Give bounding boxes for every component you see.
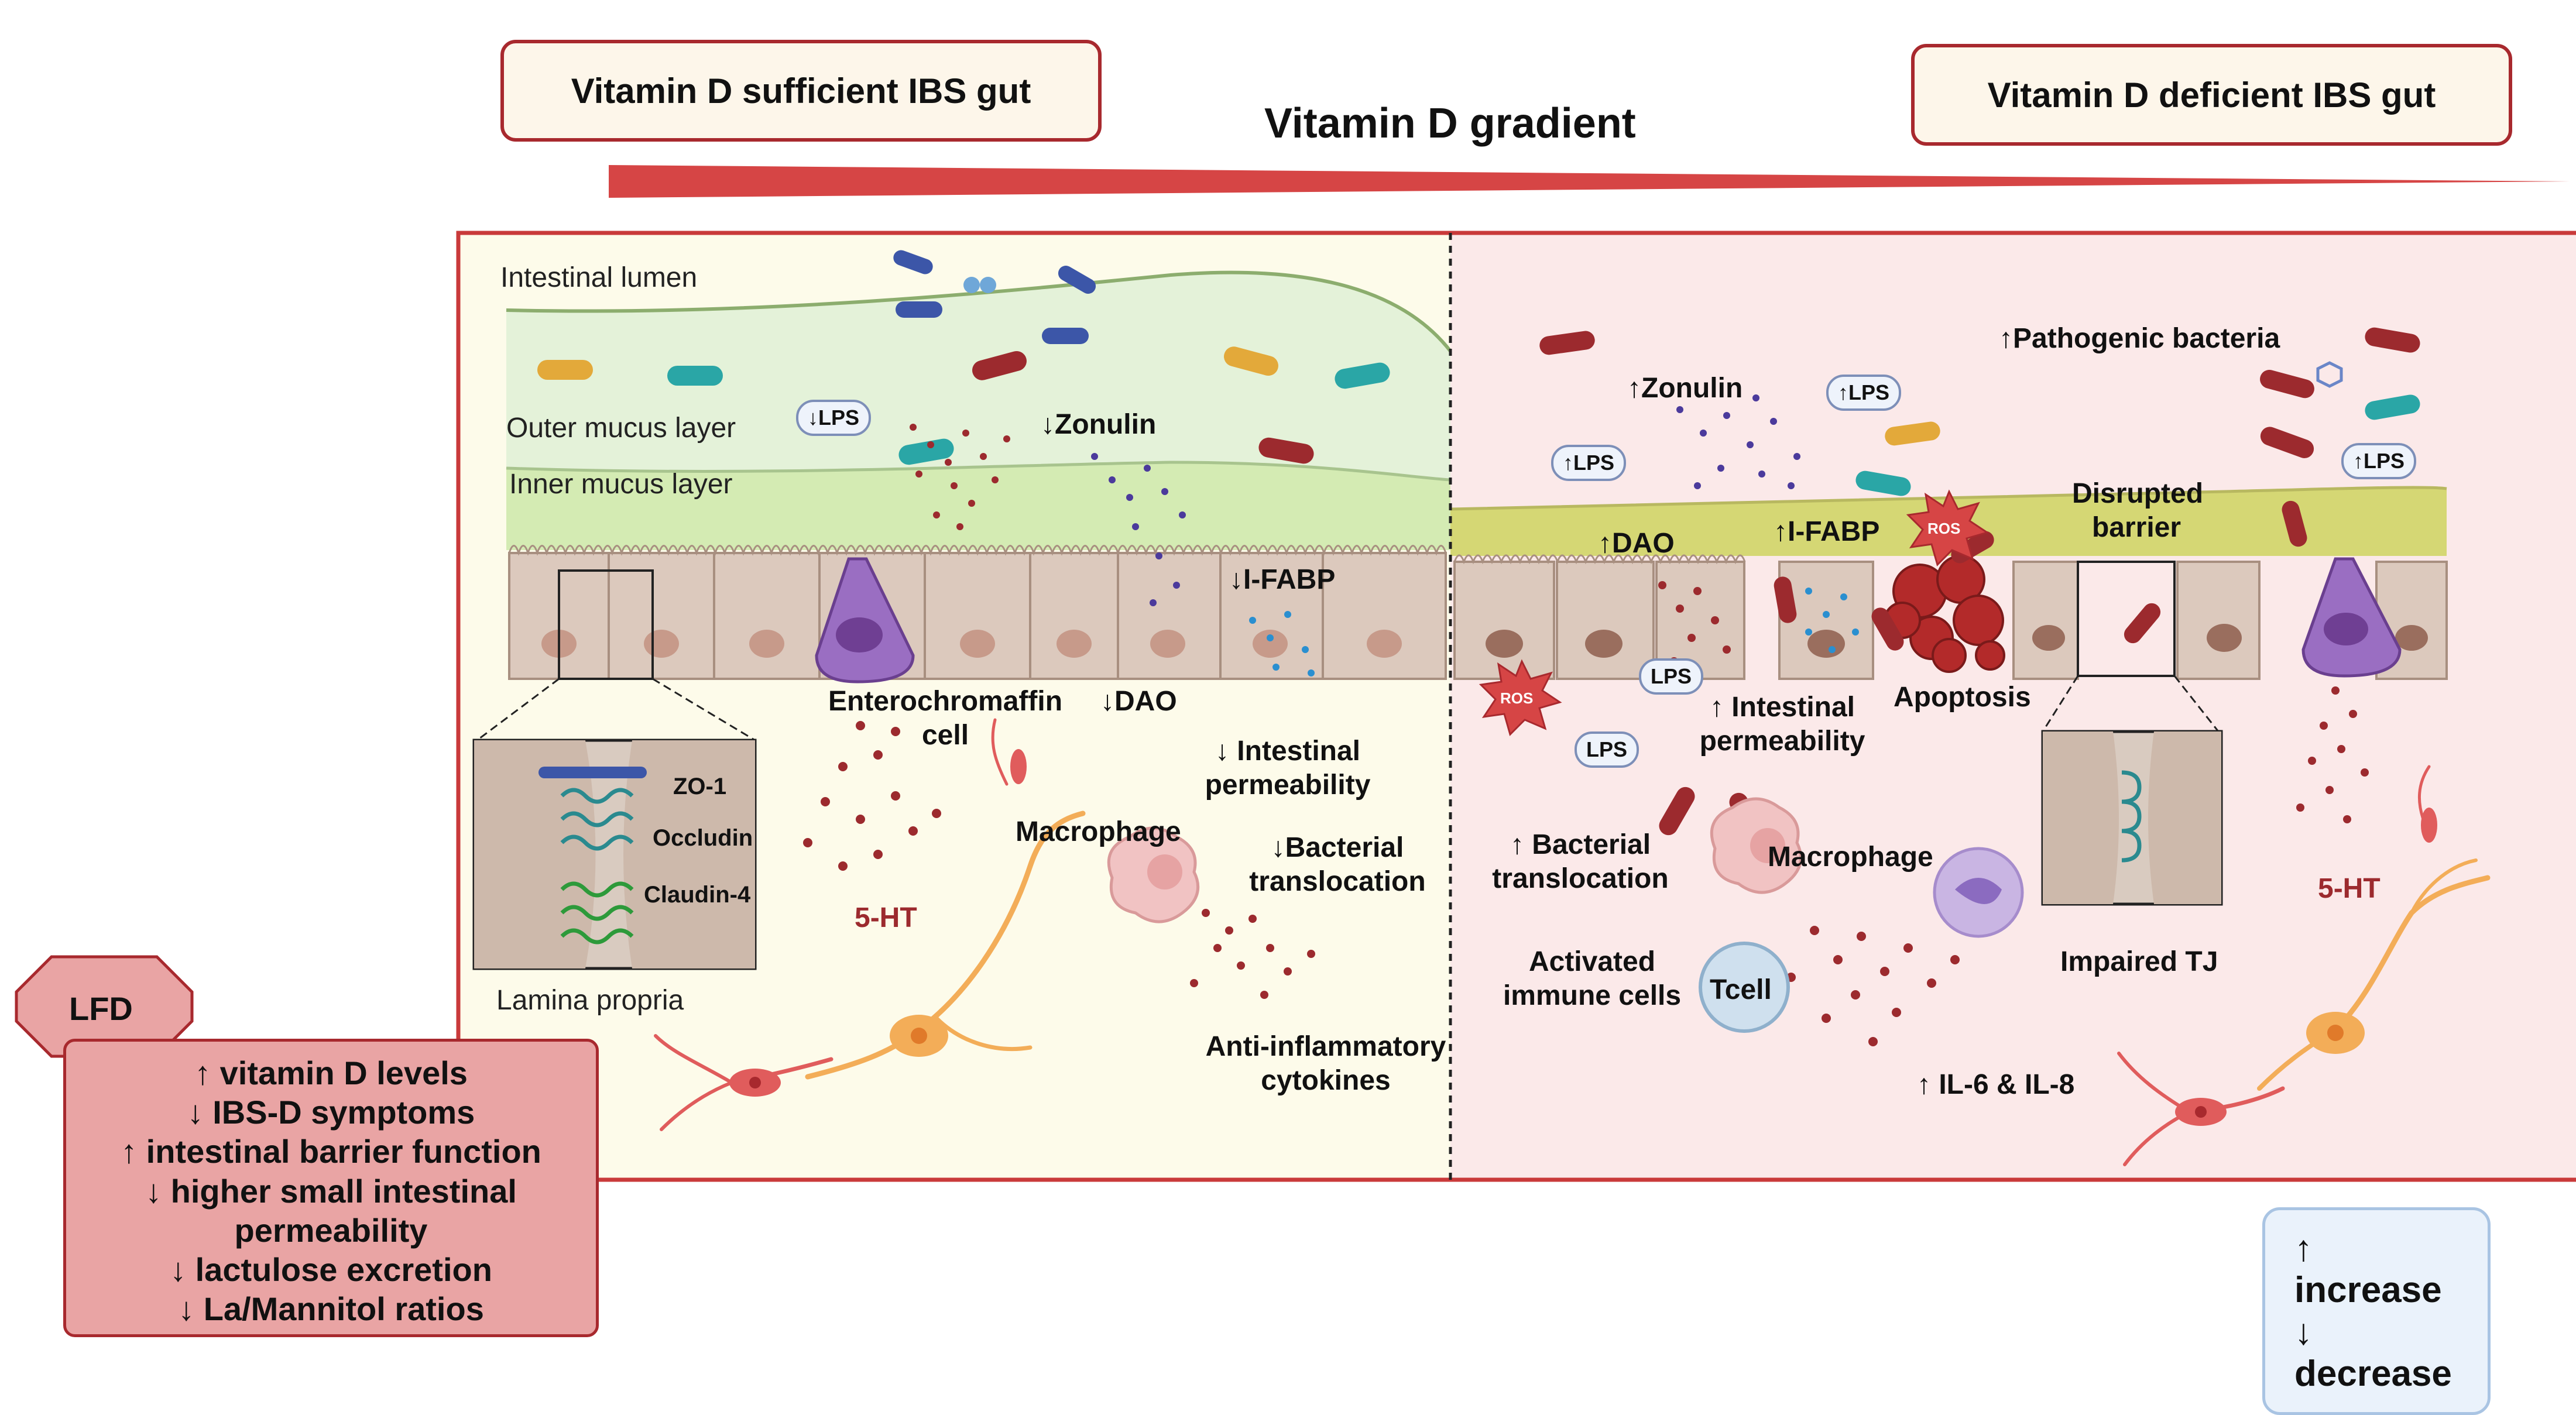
header-deficient: Vitamin D deficient IBS gut — [1911, 44, 2512, 146]
left-microvilli — [508, 545, 1447, 556]
main-diagram — [456, 231, 2576, 1182]
left-nuclei — [541, 630, 1402, 658]
lfd-line-2: ↓ IBS-D symptoms — [187, 1094, 475, 1131]
activated-immune-label: Activated immune cells — [1503, 946, 1682, 1011]
right-il-dots — [1786, 926, 1960, 1046]
right-lps-pill-2: LPS — [1575, 731, 1639, 768]
vitamin-d-gradient-wedge — [609, 165, 2570, 198]
right-permeability: ↑ Intestinal permeability — [1699, 692, 1865, 757]
legend-increase: ↑ increase — [2294, 1228, 2442, 1311]
right-lps-pill-1: LPS — [1639, 658, 1704, 695]
right-lps-badge-1: ↑LPS — [1826, 375, 1902, 411]
right-nuclei — [1486, 624, 2428, 658]
enterochromaffin-label: Enterochromaffin cell — [828, 686, 1063, 751]
outer-mucus-label: Outer mucus layer — [506, 413, 736, 444]
main-frame — [456, 231, 2576, 1182]
right-zonulin: ↑Zonulin — [1627, 373, 1743, 404]
left-zonulin: ↓Zonulin — [1041, 409, 1157, 440]
left-bacteria — [537, 250, 1390, 465]
lfd-label: LFD — [69, 990, 133, 1027]
right-dao: ↑DAO — [1598, 528, 1675, 559]
claudin-label: Claudin-4 — [644, 882, 751, 908]
left-inner-mucus — [506, 462, 1450, 550]
right-5ht-dots — [2296, 686, 2369, 823]
lfd-line-3: ↑ intestinal barrier function — [121, 1133, 541, 1170]
legend-box: ↑ increase ↓ decrease — [2262, 1207, 2491, 1415]
pathogenic-bacteria: ↑Pathogenic bacteria — [1999, 323, 2280, 354]
lfd-line-4: ↓ higher small intestinal permeability — [145, 1172, 517, 1249]
left-5ht-dots — [803, 721, 941, 871]
ros-label-left: ROS — [1500, 689, 1534, 707]
right-macrophage-label: Macrophage — [1768, 842, 1933, 873]
right-ifabp: ↑I-FABP — [1774, 516, 1880, 547]
right-dots-purple — [1676, 394, 1800, 489]
right-dots-blue — [1805, 588, 1859, 653]
lfd-line-5: ↓ lactulose excretion — [170, 1251, 492, 1288]
gradient-title: Vitamin D gradient — [1264, 100, 1636, 147]
lumen-label: Intestinal lumen — [500, 262, 698, 293]
right-bacteria — [1539, 327, 2420, 842]
il6-il8-label: ↑ IL-6 & IL-8 — [1917, 1069, 2075, 1100]
tcell-label: Tcell — [1710, 974, 1772, 1005]
left-permeability: ↓ Intestinal permeability — [1205, 736, 1371, 801]
left-cytokine-dots — [1178, 891, 1315, 999]
left-dots-red — [910, 424, 1010, 530]
inner-mucus-label: Inner mucus layer — [509, 469, 733, 500]
tcell-circle — [1699, 942, 1790, 1033]
header-deficient-label: Vitamin D deficient IBS gut — [1987, 75, 2436, 115]
header-sufficient-label: Vitamin D sufficient IBS gut — [571, 71, 1031, 111]
lamina-propria-label: Lamina propria — [496, 985, 684, 1016]
left-dao: ↓DAO — [1100, 686, 1177, 717]
ros-label-top: ROS — [1927, 520, 1961, 537]
zoom-box-left — [558, 569, 654, 680]
apoptosis-label: Apoptosis — [1894, 682, 2031, 713]
zo1-label: ZO-1 — [673, 774, 727, 799]
left-5ht: 5-HT — [855, 902, 917, 933]
right-microvilli — [1453, 554, 1746, 565]
lfd-line-1: ↑ vitamin D levels — [194, 1055, 468, 1091]
left-cytokines: Anti-inflammatory cytokines — [1205, 1031, 1446, 1096]
left-lps-badge: ↓LPS — [796, 400, 872, 436]
header-sufficient: Vitamin D sufficient IBS gut — [500, 40, 1102, 142]
left-outer-mucus — [506, 272, 1450, 503]
lfd-box: ↑ vitamin D levels ↓ IBS-D symptoms ↑ in… — [63, 1039, 599, 1337]
disrupted-barrier: Disrupted barrier — [2072, 478, 2204, 543]
left-dots-blue — [1249, 611, 1315, 676]
right-panel-bg — [1450, 233, 2576, 1180]
left-translocation: ↓Bacterial translocation — [1249, 832, 1426, 897]
ros-star-top — [1906, 489, 1990, 566]
lfd-line-6: ↓ La/Mannitol ratios — [178, 1290, 484, 1328]
left-dots-purple — [1091, 453, 1186, 606]
right-5ht: 5-HT — [2318, 873, 2381, 904]
ros-star-left — [1479, 659, 1562, 736]
left-ifabp: ↓I-FABP — [1229, 564, 1336, 595]
right-lps-badge-2: ↑LPS — [1551, 445, 1627, 481]
left-macrophage-label: Macrophage — [1016, 816, 1181, 847]
occludin-label: Occludin — [653, 825, 753, 851]
impaired-tj-label: Impaired TJ — [2060, 946, 2218, 977]
right-translocation: ↑ Bacterial translocation — [1492, 829, 1669, 894]
right-lps-badge-3: ↑LPS — [2341, 443, 2417, 479]
zoom-box-right — [2077, 561, 2176, 677]
legend-decrease: ↓ decrease — [2294, 1311, 2452, 1394]
